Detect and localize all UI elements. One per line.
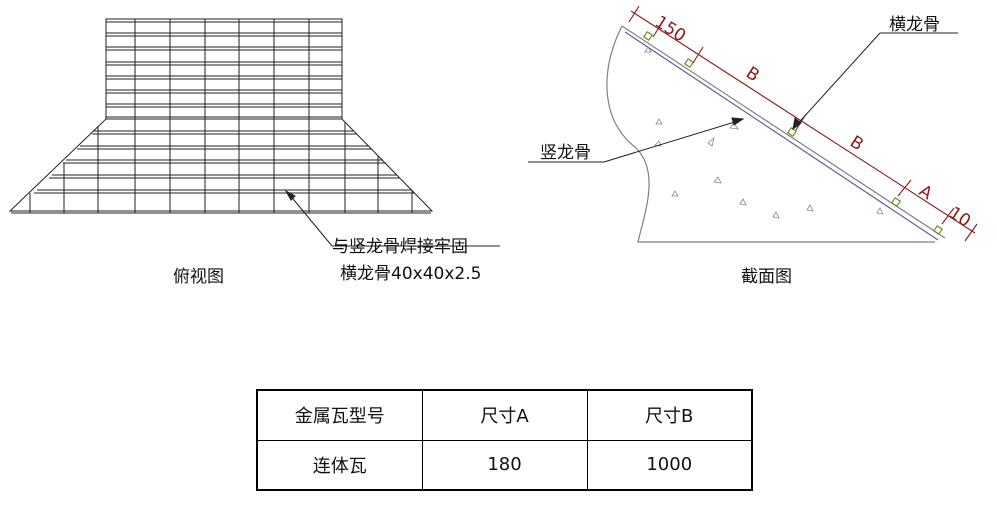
vertical-keel-line <box>624 31 939 241</box>
horizontal-keel-line <box>621 25 946 239</box>
lower-grid-outline <box>8 118 434 212</box>
section-leaders <box>528 32 958 163</box>
plan-view-drawing <box>8 18 500 247</box>
upper-grid-horizontal-lines <box>106 21 342 118</box>
cell-dimension-b: 1000 <box>586 439 753 491</box>
header-dimension-b: 尺寸B <box>586 389 753 441</box>
plan-callout-line1: 与竖龙骨焊接牢固 <box>332 237 468 257</box>
cell-dimension-a: 180 <box>421 439 588 491</box>
section-view-drawing <box>528 5 978 243</box>
table-row: 连体瓦 180 1000 <box>256 439 753 491</box>
section-view-title: 截面图 <box>741 267 792 287</box>
lower-grid-horizontal-lines <box>34 130 415 194</box>
spec-table: 金属瓦型号 尺寸A 尺寸B 连体瓦 180 1000 <box>256 389 753 491</box>
keel-nodes <box>643 31 943 235</box>
lower-grid-vertical-lines <box>29 119 413 213</box>
table-header-row: 金属瓦型号 尺寸A 尺寸B <box>256 389 753 441</box>
header-dimension-a: 尺寸A <box>421 389 588 441</box>
concrete-outline <box>606 25 935 243</box>
header-model: 金属瓦型号 <box>256 389 423 441</box>
plan-view-title: 俯视图 <box>173 267 224 287</box>
concrete-aggregate <box>644 46 884 219</box>
horizontal-keel-label: 横龙骨 <box>889 15 940 35</box>
cell-model: 连体瓦 <box>256 439 423 491</box>
upper-grid-vertical-lines <box>134 19 310 119</box>
dimension-line <box>628 5 978 242</box>
plan-callout-leader <box>284 189 500 247</box>
plan-callout-line2: 横龙骨40x40x2.5 <box>340 264 482 284</box>
vertical-keel-label: 竖龙骨 <box>540 143 591 163</box>
